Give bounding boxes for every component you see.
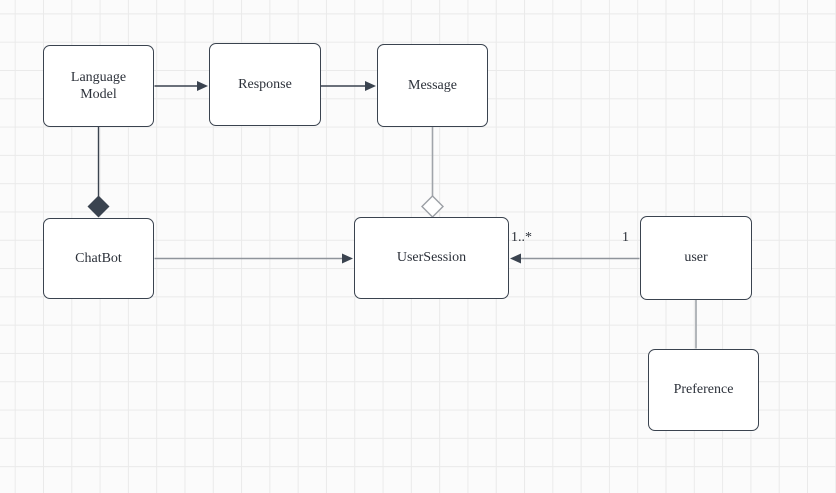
edge-chatbot-to-user-session[interactable] — [154, 253, 354, 264]
edge-message-to-user-session[interactable] — [421, 127, 444, 218]
arrowhead-icon[interactable] — [510, 253, 521, 264]
class-box-chatbot[interactable]: ChatBot — [43, 218, 154, 299]
multiplicity-label-target[interactable]: 1..* — [511, 230, 532, 245]
class-box-language-model[interactable]: Language Model — [43, 45, 154, 127]
class-box-preference[interactable]: Preference — [648, 349, 759, 431]
class-box-message[interactable]: Message — [377, 44, 488, 127]
class-box-user[interactable]: user — [640, 216, 752, 300]
edge-response-to-message[interactable] — [321, 81, 376, 91]
arrowhead-icon[interactable] — [365, 81, 376, 91]
edge-language-model-to-chatbot[interactable] — [87, 127, 110, 218]
class-label: Response — [238, 76, 292, 92]
class-box-response[interactable]: Response — [209, 43, 321, 126]
class-label: UserSession — [396, 250, 467, 266]
edge-user-to-user-session[interactable] — [510, 253, 640, 264]
aggregation-diamond-icon[interactable] — [421, 195, 444, 218]
arrowhead-icon[interactable] — [342, 253, 353, 264]
class-label: Message — [408, 77, 457, 93]
class-label: Language Model — [70, 69, 127, 103]
composition-diamond-icon[interactable] — [87, 195, 110, 218]
arrowhead-icon[interactable] — [197, 81, 208, 91]
multiplicity-label-source[interactable]: 1 — [622, 230, 629, 245]
class-box-user-session[interactable]: UserSession — [354, 217, 509, 299]
class-label: Preference — [673, 382, 734, 398]
edge-language-model-to-response[interactable] — [154, 81, 209, 91]
class-label: user — [684, 250, 708, 266]
class-label: ChatBot — [75, 250, 122, 266]
